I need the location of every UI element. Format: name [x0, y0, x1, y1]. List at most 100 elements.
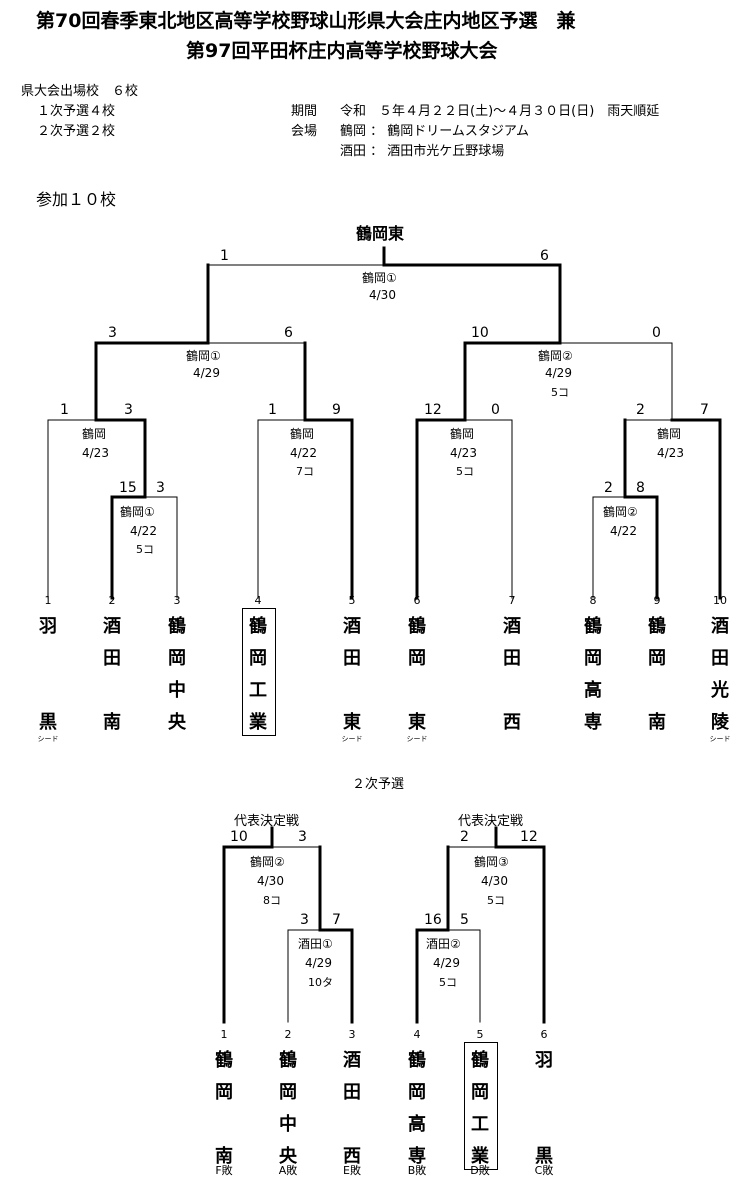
team-name-char: 酒 [711, 616, 729, 637]
team-name-char: 業 [471, 1146, 489, 1167]
qf3-venue: 鶴岡 [450, 427, 475, 441]
team-name-char: 陵 [711, 712, 729, 733]
team-name-char: 西 [343, 1146, 361, 1167]
champion-name: 鶴岡東 [356, 224, 405, 243]
team-name-char: 鶴 [215, 1050, 233, 1071]
loser-label: A敗 [278, 1164, 298, 1177]
team-name-char: 鶴 [648, 616, 666, 637]
qf1-venue: 鶴岡 [82, 427, 107, 441]
page-title-line2: 第97回平田杯庄内高等学校野球大会 [186, 40, 498, 62]
qf4-left-score: 2 [636, 402, 645, 418]
r1b-date: 4/22 [610, 524, 637, 538]
team-name-char: 酒 [503, 616, 521, 637]
qf4-venue: 鶴岡 [657, 427, 682, 441]
qf2-date: 4/22 [290, 446, 317, 460]
team-number: 3 [173, 594, 181, 607]
r1b-right-score: 8 [636, 480, 645, 496]
team-number: 10 [713, 594, 727, 607]
r1b-left-score: 2 [604, 480, 613, 496]
final-date: 4/30 [369, 288, 396, 302]
team-name-char: 田 [503, 648, 521, 669]
team-name-char: 岡 [648, 648, 666, 669]
seed-label: シード [341, 735, 363, 743]
info-round1-qualifiers: １次予選４校 [37, 104, 116, 119]
team-number: 5 [348, 594, 356, 607]
qf1-right-score: 3 [124, 402, 133, 418]
team-name-char: 岡 [584, 648, 602, 669]
team-number: 1 [44, 594, 52, 607]
r1a-left-score: 15 [119, 480, 137, 496]
team-name-char: 専 [584, 712, 602, 733]
r1a-right-score: 3 [156, 480, 165, 496]
r2-left-semi-note: 10タ [308, 976, 333, 989]
r2-left-left-score: 10 [230, 829, 248, 845]
team-highlight-box [464, 1042, 498, 1170]
team-name-char: 酒 [343, 1050, 361, 1071]
team-number: 2 [284, 1028, 292, 1041]
r2-left-semi-date: 4/29 [305, 956, 332, 970]
team-number: 5 [476, 1028, 484, 1041]
r1a-venue: 鶴岡① [120, 505, 155, 519]
qf4-date: 4/23 [657, 446, 684, 460]
participants-count: 参加１０校 [36, 190, 117, 209]
team-name-char: 西 [503, 712, 521, 733]
loser-label: C敗 [534, 1164, 554, 1177]
team-number: 3 [348, 1028, 356, 1041]
semi-left-left-score: 3 [108, 325, 117, 341]
team-name-char: 田 [103, 648, 121, 669]
team-number: 1 [220, 1028, 228, 1041]
team-highlight-box [242, 608, 276, 736]
team-name-char: 南 [103, 712, 121, 733]
round2-heading: ２次予選 [352, 777, 405, 792]
r2-right-semi-note: 5コ [439, 976, 457, 989]
team-number: 9 [653, 594, 661, 607]
team-name-char: 岡 [279, 1082, 297, 1103]
r2-left-semi-left-score: 3 [300, 912, 309, 928]
team-number: 4 [413, 1028, 421, 1041]
team-name-char: 高 [408, 1114, 426, 1135]
r2-right-left-score: 2 [460, 829, 469, 845]
qf2-right-score: 9 [332, 402, 341, 418]
r2-right-semi-date: 4/29 [433, 956, 460, 970]
team-name-char: 岡 [168, 648, 186, 669]
team-name-char: 岡 [408, 1082, 426, 1103]
semi-right-date: 4/29 [545, 366, 572, 380]
team-name-char: 東 [343, 712, 361, 733]
semi-left-right-score: 6 [284, 325, 293, 341]
final-venue: 鶴岡① [362, 271, 397, 285]
info-period: 令和 ５年４月２２日(土)～４月３０日(日) 雨天順延 [340, 104, 660, 119]
team-name-char: 岡 [471, 1082, 489, 1103]
r2-right-date: 4/30 [481, 874, 508, 888]
semi-right-right-score: 0 [652, 325, 661, 341]
r2-right-semi-right-score: 5 [460, 912, 469, 928]
team-name-char: 工 [471, 1114, 489, 1135]
info-period-label: 期間 [291, 104, 318, 119]
semi-right-venue: 鶴岡② [538, 349, 573, 363]
team-name-char: 田 [711, 648, 729, 669]
r2-left-right-score: 3 [298, 829, 307, 845]
loser-label: F敗 [215, 1164, 233, 1177]
team-name-char: 岡 [215, 1082, 233, 1103]
info-venue-label: 会場 [291, 124, 318, 139]
team-number: 2 [108, 594, 116, 607]
qf2-venue: 鶴岡 [290, 427, 315, 441]
seed-label: シード [709, 735, 731, 743]
team-name-char: 鶴 [249, 616, 267, 637]
qf3-right-score: 0 [491, 402, 500, 418]
final-right-score: 6 [540, 248, 549, 264]
r2-right-right-score: 12 [520, 829, 538, 845]
semi-right-note: 5コ [551, 386, 569, 399]
team-name-char: 中 [168, 680, 186, 701]
team-name-char: 業 [249, 712, 267, 733]
semi-left-date: 4/29 [193, 366, 220, 380]
info-round2-qualifiers: ２次予選２校 [37, 124, 116, 139]
r2-left-venue: 鶴岡② [250, 855, 285, 869]
r2-right-semi-venue: 酒田② [426, 937, 461, 951]
team-number: 6 [540, 1028, 548, 1041]
team-name-char: 田 [343, 648, 361, 669]
info-qualifiers: 県大会出場校 ６校 [21, 84, 139, 99]
team-name-char: 羽 [39, 616, 57, 637]
team-name-char: 高 [584, 680, 602, 701]
team-number: 7 [508, 594, 516, 607]
